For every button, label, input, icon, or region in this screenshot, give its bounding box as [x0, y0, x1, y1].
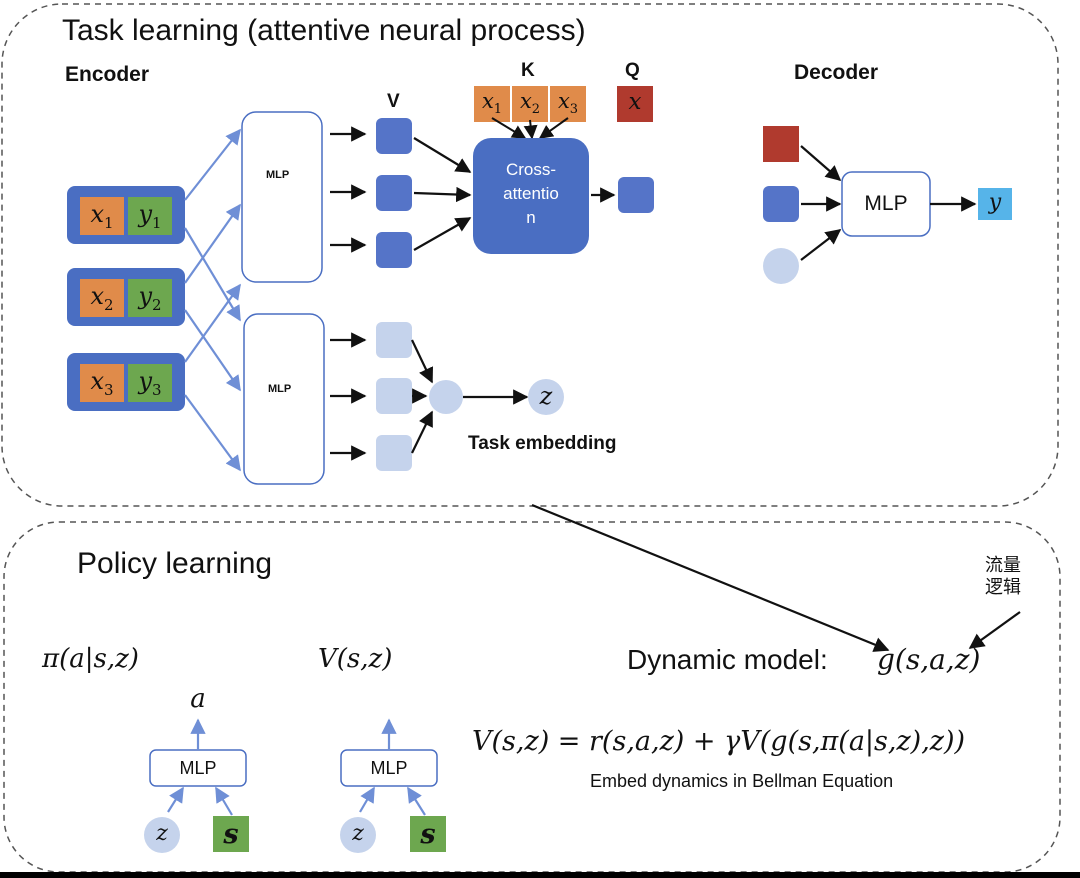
- cross-attention-line-3: n: [526, 208, 536, 227]
- query-box: [617, 86, 653, 122]
- key-to-attention-arrows: [491, 117, 569, 140]
- v-square-1: [376, 118, 412, 154]
- bottom-edge-bar: [0, 872, 1080, 878]
- v-label: V: [387, 91, 400, 112]
- k-label: K: [521, 60, 535, 81]
- policy-z-circle: [144, 817, 180, 853]
- cross-attention-block: [473, 138, 589, 254]
- task-embedding-label: Task embedding: [468, 433, 617, 454]
- encoder-mlp-bottom-label: MLP: [268, 383, 292, 395]
- key-box-2: [512, 86, 548, 122]
- policy-expression: π(a|s,z): [42, 644, 139, 674]
- cross-attention-line-2: attentio: [503, 184, 559, 203]
- v-square-3: [376, 232, 412, 268]
- policy-mlp-label: MLP: [179, 758, 217, 778]
- latent-square-3: [376, 435, 412, 471]
- latent-square-1: [376, 322, 412, 358]
- policy-s-box: [213, 816, 249, 852]
- pair-3-x: x3: [90, 367, 114, 399]
- value-s-box: [410, 816, 446, 852]
- cross-attention-line-1: Cross-: [505, 160, 557, 179]
- policy-output-a: a: [190, 684, 206, 714]
- key-1-text: x1: [481, 89, 503, 118]
- decoder-input-arrows: [800, 145, 842, 261]
- note-to-dynamic-arrow: [968, 611, 1021, 649]
- cross-attention-label: Cross- attentio n: [473, 158, 589, 230]
- pair-2-y: y2: [138, 282, 162, 314]
- task-to-dynamic-arrow: [531, 503, 890, 652]
- value-expression: V(s,z): [318, 644, 393, 674]
- chinese-note-line-1: 流量: [985, 555, 1021, 575]
- z-embedding-circle: [528, 379, 564, 415]
- attention-output-square: [618, 177, 654, 213]
- encoder-label: Encoder: [65, 63, 150, 86]
- key-2-text: x2: [519, 89, 541, 118]
- value-s-text: s: [420, 819, 436, 850]
- value-mlp-label: MLP: [370, 758, 408, 778]
- v-to-attention-arrows: [413, 137, 472, 251]
- bellman-equation: V(s,z) = r(s,a,z) + γV(g(s,π(a|s,z),z)): [472, 726, 966, 757]
- decoder-label: Decoder: [794, 61, 879, 84]
- encoder-input-arrows: [184, 128, 241, 472]
- bellman-caption: Embed dynamics in Bellman Equation: [590, 771, 894, 791]
- task-learning-title: Task learning (attentive neural process): [62, 14, 586, 47]
- aggregator-circle: [429, 380, 463, 414]
- encoder-pair-2: [67, 268, 185, 326]
- dynamic-model-expression: g(s,a,z): [877, 643, 981, 676]
- chinese-note: 流量 逻辑: [985, 554, 1021, 598]
- decoder-output-box: [978, 188, 1012, 220]
- task-learning-frame: [1, 3, 1059, 507]
- value-z-arrow: [359, 786, 375, 813]
- pair-1-y: y1: [138, 200, 162, 232]
- policy-z-text: z: [156, 821, 168, 846]
- z-embedding-text: z: [539, 382, 553, 410]
- key-box-3: [550, 86, 586, 122]
- policy-s-text: s: [223, 819, 239, 850]
- key-3-text: x3: [557, 89, 579, 118]
- pair-3-y: y3: [138, 367, 162, 399]
- key-box-1: [474, 86, 510, 122]
- decoder-input-blue: [763, 186, 799, 222]
- policy-s-arrow: [215, 786, 233, 816]
- decoder-mlp-label: MLP: [864, 192, 908, 215]
- query-text: x: [628, 89, 642, 115]
- policy-z-arrow: [167, 786, 184, 813]
- decoder-output-text: y: [988, 190, 1002, 215]
- value-z-circle: [340, 817, 376, 853]
- pair-1-x: x1: [90, 200, 114, 232]
- chinese-note-line-2: 逻辑: [985, 577, 1021, 597]
- dynamic-model-label: Dynamic model:: [627, 644, 828, 675]
- decoder-input-circle: [763, 248, 799, 284]
- v-square-2: [376, 175, 412, 211]
- latent-to-aggregator-arrows: [411, 339, 433, 454]
- pair-2-x: x2: [90, 282, 114, 314]
- q-label: Q: [625, 60, 640, 81]
- encoder-pair-1: [67, 186, 185, 244]
- value-z-text: z: [352, 821, 364, 846]
- encoder-mlp-bottom: [243, 313, 325, 485]
- encoder-mlp-top: [241, 111, 323, 283]
- value-s-arrow: [407, 786, 426, 816]
- mlp-top-output-arrows: [330, 126, 367, 253]
- decoder-input-red: [763, 126, 799, 162]
- encoder-pair-3: [67, 353, 185, 411]
- encoder-mlp-top-label: MLP: [266, 169, 290, 181]
- latent-square-2: [376, 378, 412, 414]
- mlp-bottom-output-arrows: [330, 332, 367, 461]
- policy-learning-title: Policy learning: [77, 547, 273, 580]
